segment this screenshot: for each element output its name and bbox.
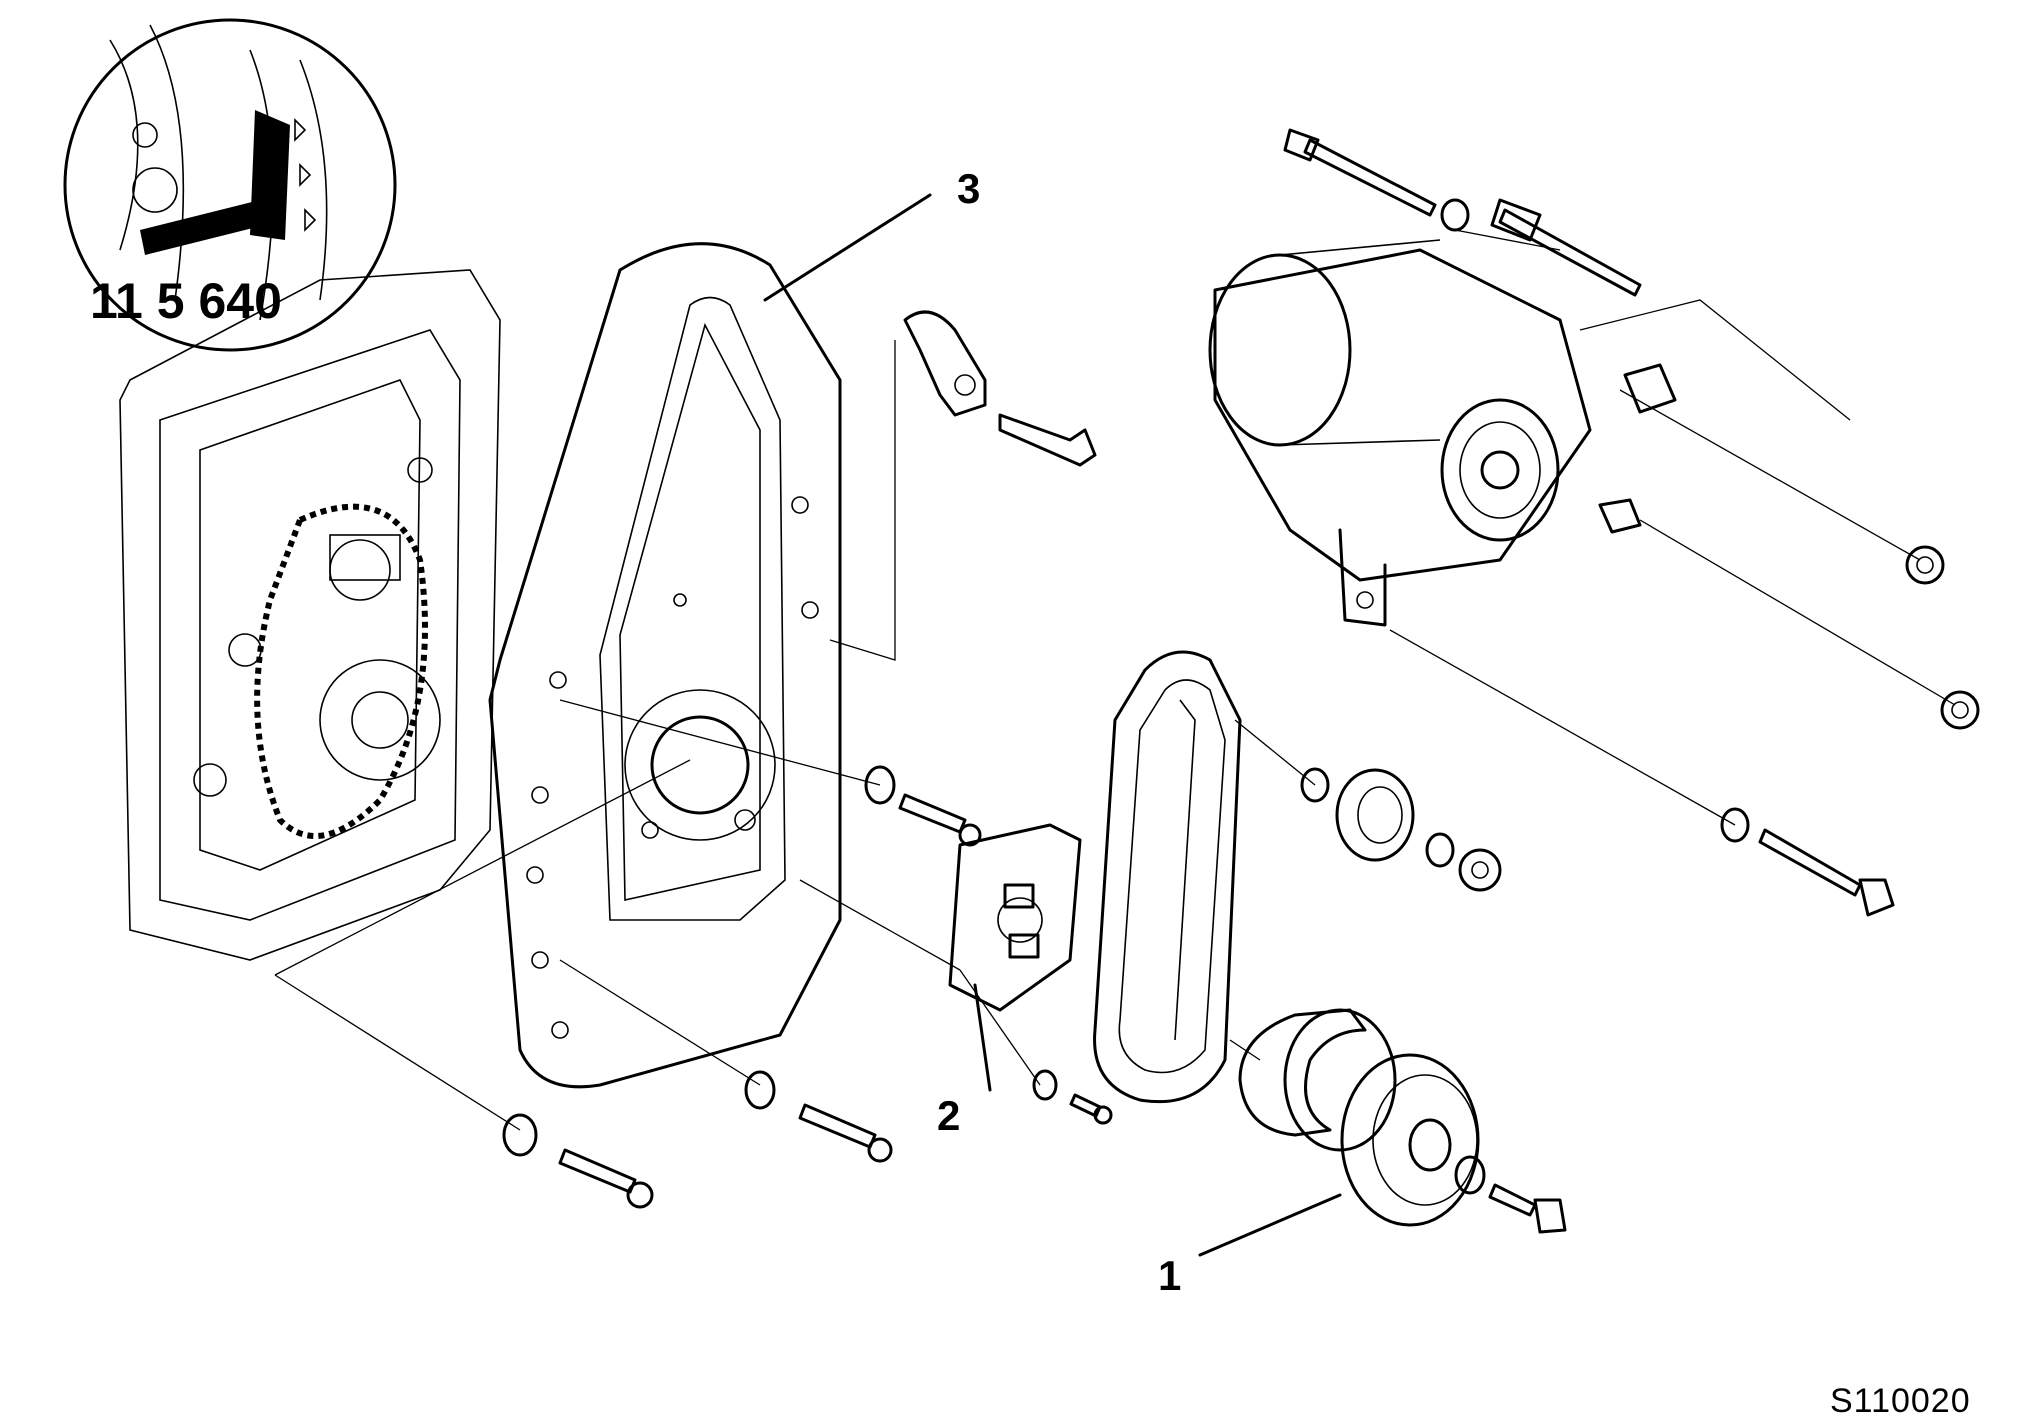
- sensor-plate: [948, 823, 1082, 1012]
- callout-leaders: [763, 193, 1342, 1257]
- alignment-leader-lines: [274, 229, 1956, 1131]
- tensioner-pulley: [1300, 767, 1502, 892]
- callout-1: 1: [1158, 1252, 1181, 1299]
- special-tool-number: 11 5 640: [90, 273, 282, 329]
- callout-3: 3: [957, 165, 980, 212]
- timing-cover: [488, 242, 842, 1089]
- alternator: [1208, 128, 1677, 627]
- drawing-code: S110020: [1830, 1382, 1971, 1420]
- cover-fasteners: [502, 765, 1113, 1209]
- engine-block-outline: [119, 269, 501, 961]
- crankshaft-pulley: [1238, 1008, 1567, 1234]
- right-fasteners: [1720, 545, 1980, 917]
- callout-2: 2: [937, 1092, 960, 1139]
- drive-belt: [1093, 650, 1242, 1104]
- tool-detail-inset: 11 5 640: [63, 18, 397, 352]
- cable-clip-bracket: [903, 310, 1097, 467]
